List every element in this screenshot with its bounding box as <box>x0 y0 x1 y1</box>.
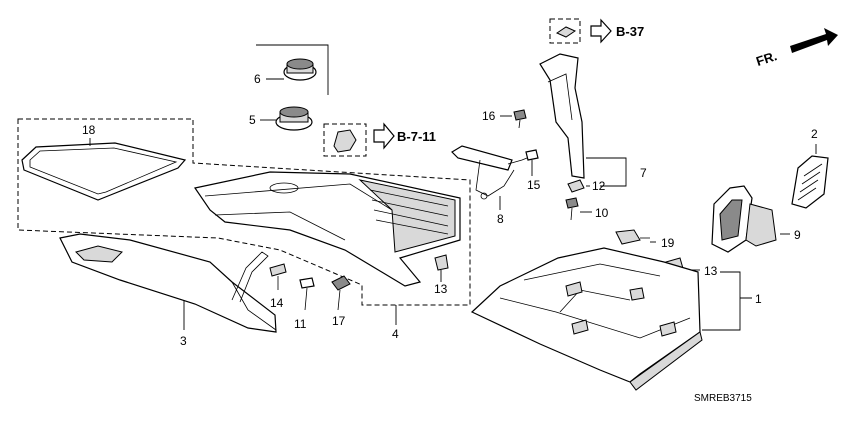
part-2-vent-grille <box>791 144 829 209</box>
callout-19: 19 <box>661 236 675 250</box>
callout-18: 18 <box>82 123 96 137</box>
part-4-glove-box <box>194 171 461 325</box>
reference-arrow-icon <box>590 18 612 44</box>
bracket-body <box>539 53 585 179</box>
callout-1: 1 <box>755 292 762 306</box>
callout-4: 4 <box>392 327 399 341</box>
bolt-shank <box>570 207 573 221</box>
bracket-leader <box>586 157 627 187</box>
clip-icon <box>555 26 577 38</box>
latch-hole <box>269 182 299 194</box>
cover-edge <box>629 331 703 391</box>
callout-8: 8 <box>497 212 504 226</box>
front-direction-indicator: FR. <box>754 28 838 69</box>
callout-7: 7 <box>640 166 647 180</box>
reference-b7-11: B-7-11 <box>323 122 436 157</box>
clip-head <box>269 263 287 277</box>
part-13-clip-left <box>434 254 449 282</box>
screw-head <box>525 149 539 161</box>
callout-13-right: 13 <box>704 264 718 278</box>
part-3-glove-box-lid <box>59 233 277 333</box>
part-5-knob <box>260 106 313 131</box>
callout-3: 3 <box>180 334 187 348</box>
callout-12: 12 <box>592 179 606 193</box>
cover-outer <box>470 247 701 383</box>
cover-leader <box>702 271 752 331</box>
reference-label-b37: B-37 <box>616 24 644 39</box>
connector-body <box>615 229 641 245</box>
part-15-screw <box>525 149 539 176</box>
bracket-edge <box>547 73 573 121</box>
part-6-knob <box>256 44 329 95</box>
mat-outer <box>21 142 187 201</box>
part-11-screw <box>299 277 315 311</box>
part-19-connector <box>615 229 656 245</box>
front-arrow-icon <box>790 28 838 53</box>
reference-label-b7-11: B-7-11 <box>397 129 436 144</box>
reference-arrow-icon <box>373 122 395 150</box>
knob-top <box>279 106 309 118</box>
part-16-screw <box>500 109 527 129</box>
callout-6: 6 <box>254 72 261 86</box>
callout-10: 10 <box>595 206 609 220</box>
knob-top <box>286 58 314 70</box>
callouts: 1 2 3 4 5 6 7 8 9 10 11 12 13 13 14 15 1… <box>82 72 818 348</box>
front-label: FR. <box>754 48 779 69</box>
cover-clips <box>565 281 677 337</box>
vent-duct <box>745 203 777 247</box>
bolt-head <box>331 275 351 291</box>
screw-head <box>299 277 315 289</box>
bolt-head <box>565 197 579 209</box>
lid-handle <box>75 245 123 263</box>
callout-2: 2 <box>811 127 818 141</box>
clip-body <box>434 254 449 271</box>
assembly-group-outline <box>17 118 471 306</box>
callout-15: 15 <box>527 178 541 192</box>
part-9-vent <box>711 185 790 253</box>
lid-edge <box>231 281 277 331</box>
screw-head <box>513 109 527 121</box>
clip-body <box>567 179 585 193</box>
damper-end <box>480 192 488 200</box>
callout-11: 11 <box>294 317 307 331</box>
part-8-damper <box>451 145 533 210</box>
callout-16: 16 <box>482 109 496 123</box>
callout-9: 9 <box>794 228 801 242</box>
callout-14: 14 <box>270 296 284 310</box>
callout-13-left: 13 <box>434 282 448 296</box>
glove-box-bin <box>358 179 456 253</box>
grille-frame <box>791 155 829 209</box>
bin-ribs <box>369 189 449 235</box>
part-10-bolt <box>565 197 592 221</box>
damper-cylinder <box>451 145 513 171</box>
reference-b37: B-37 <box>549 18 644 44</box>
reference-box <box>549 18 581 44</box>
diagram-code: SMREB3715 <box>694 393 752 404</box>
damper-cable <box>475 159 515 197</box>
bracket-line <box>256 44 329 95</box>
screw-shank <box>518 119 521 129</box>
callout-17: 17 <box>332 314 346 328</box>
part-18-mat <box>21 138 187 201</box>
glove-box-edges <box>204 183 393 241</box>
screw-shank <box>304 287 308 311</box>
part-1-lower-cover <box>470 247 752 391</box>
vent-opening <box>719 199 743 241</box>
part-12-clip <box>567 179 590 193</box>
callout-5: 5 <box>249 113 256 127</box>
part-7-bracket <box>539 53 627 187</box>
part-17-bolt <box>331 275 351 311</box>
bolt-shank <box>337 289 341 311</box>
clip-icon <box>333 129 357 153</box>
part-14-clip <box>269 263 287 290</box>
mat-inner <box>29 147 178 195</box>
lid-damper-arm <box>231 251 269 303</box>
grille-slats <box>797 163 823 201</box>
reference-box <box>323 123 367 157</box>
